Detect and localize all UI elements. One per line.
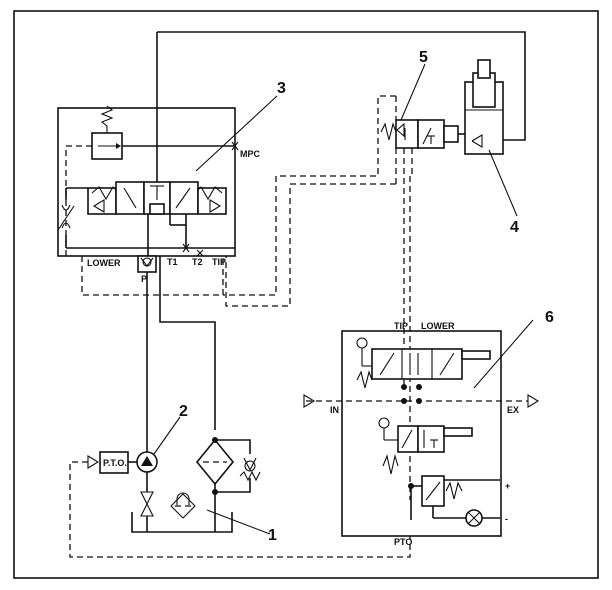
lever-knob-lower	[378, 417, 390, 429]
label-pto-bottom: PTO	[394, 537, 412, 547]
filter-bypass-line	[215, 439, 251, 454]
spool-left-spring	[91, 186, 117, 201]
pilot-line-lower	[225, 183, 396, 307]
callout-3-leader	[195, 95, 278, 172]
label-mpc: MPC	[240, 149, 261, 159]
callout-1: 1	[268, 527, 277, 544]
throttle-symbol	[61, 204, 71, 229]
callout-4-leader	[488, 149, 518, 217]
label-in: IN	[330, 405, 339, 415]
control-valve-lower-left	[397, 425, 419, 453]
suction-check-valve	[140, 491, 154, 506]
pressure-line-to-cylinder	[157, 31, 526, 141]
pilot-line-down	[409, 148, 413, 500]
callout-6: 6	[545, 309, 554, 326]
callout-6-leader	[473, 319, 534, 389]
tank-1	[131, 512, 233, 533]
callout-2: 2	[179, 403, 188, 420]
in-arrow-icon	[303, 394, 316, 408]
callout-5: 5	[419, 49, 428, 66]
pto-box	[99, 451, 129, 474]
label-plus: +	[505, 481, 510, 491]
label-minus: -	[505, 514, 508, 524]
control-valve-upper	[371, 348, 463, 380]
ex-arrow-icon	[527, 394, 540, 408]
callout-4: 4	[510, 219, 519, 236]
label-lower-left: LOWER	[87, 258, 121, 268]
callout-3: 3	[277, 80, 286, 97]
control-box-6	[341, 330, 502, 537]
lever-knob-upper	[356, 337, 368, 349]
tank-breather-icon	[176, 492, 190, 500]
spool-section-3	[169, 181, 199, 215]
control-valve-lower-right	[417, 425, 445, 453]
label-t1: T1	[167, 257, 178, 267]
spool-right-spring	[197, 186, 223, 201]
pilot-line-tip	[223, 95, 396, 296]
label-tip-right: TIP	[394, 321, 408, 331]
return-line	[159, 256, 216, 430]
valve-5-left	[395, 119, 419, 149]
label-pto-box: P.T.O.	[103, 458, 127, 468]
label-p: P	[141, 274, 147, 284]
relief-valve-pilot-line	[65, 145, 92, 256]
callout-2-leader	[153, 416, 181, 455]
callout-1-leader	[206, 509, 271, 535]
label-t2: T2	[192, 257, 203, 267]
relief-valve-spring	[100, 105, 114, 133]
label-ex: EX	[507, 405, 519, 415]
pto-pilot-line	[69, 461, 411, 558]
valve-5-spring	[380, 122, 397, 141]
callout-5-leader	[400, 63, 426, 121]
label-lower-right: LOWER	[421, 321, 455, 331]
outer-frame	[13, 10, 599, 579]
label-tip-left: TIP	[212, 257, 226, 267]
pto-arrow-icon	[87, 455, 100, 469]
